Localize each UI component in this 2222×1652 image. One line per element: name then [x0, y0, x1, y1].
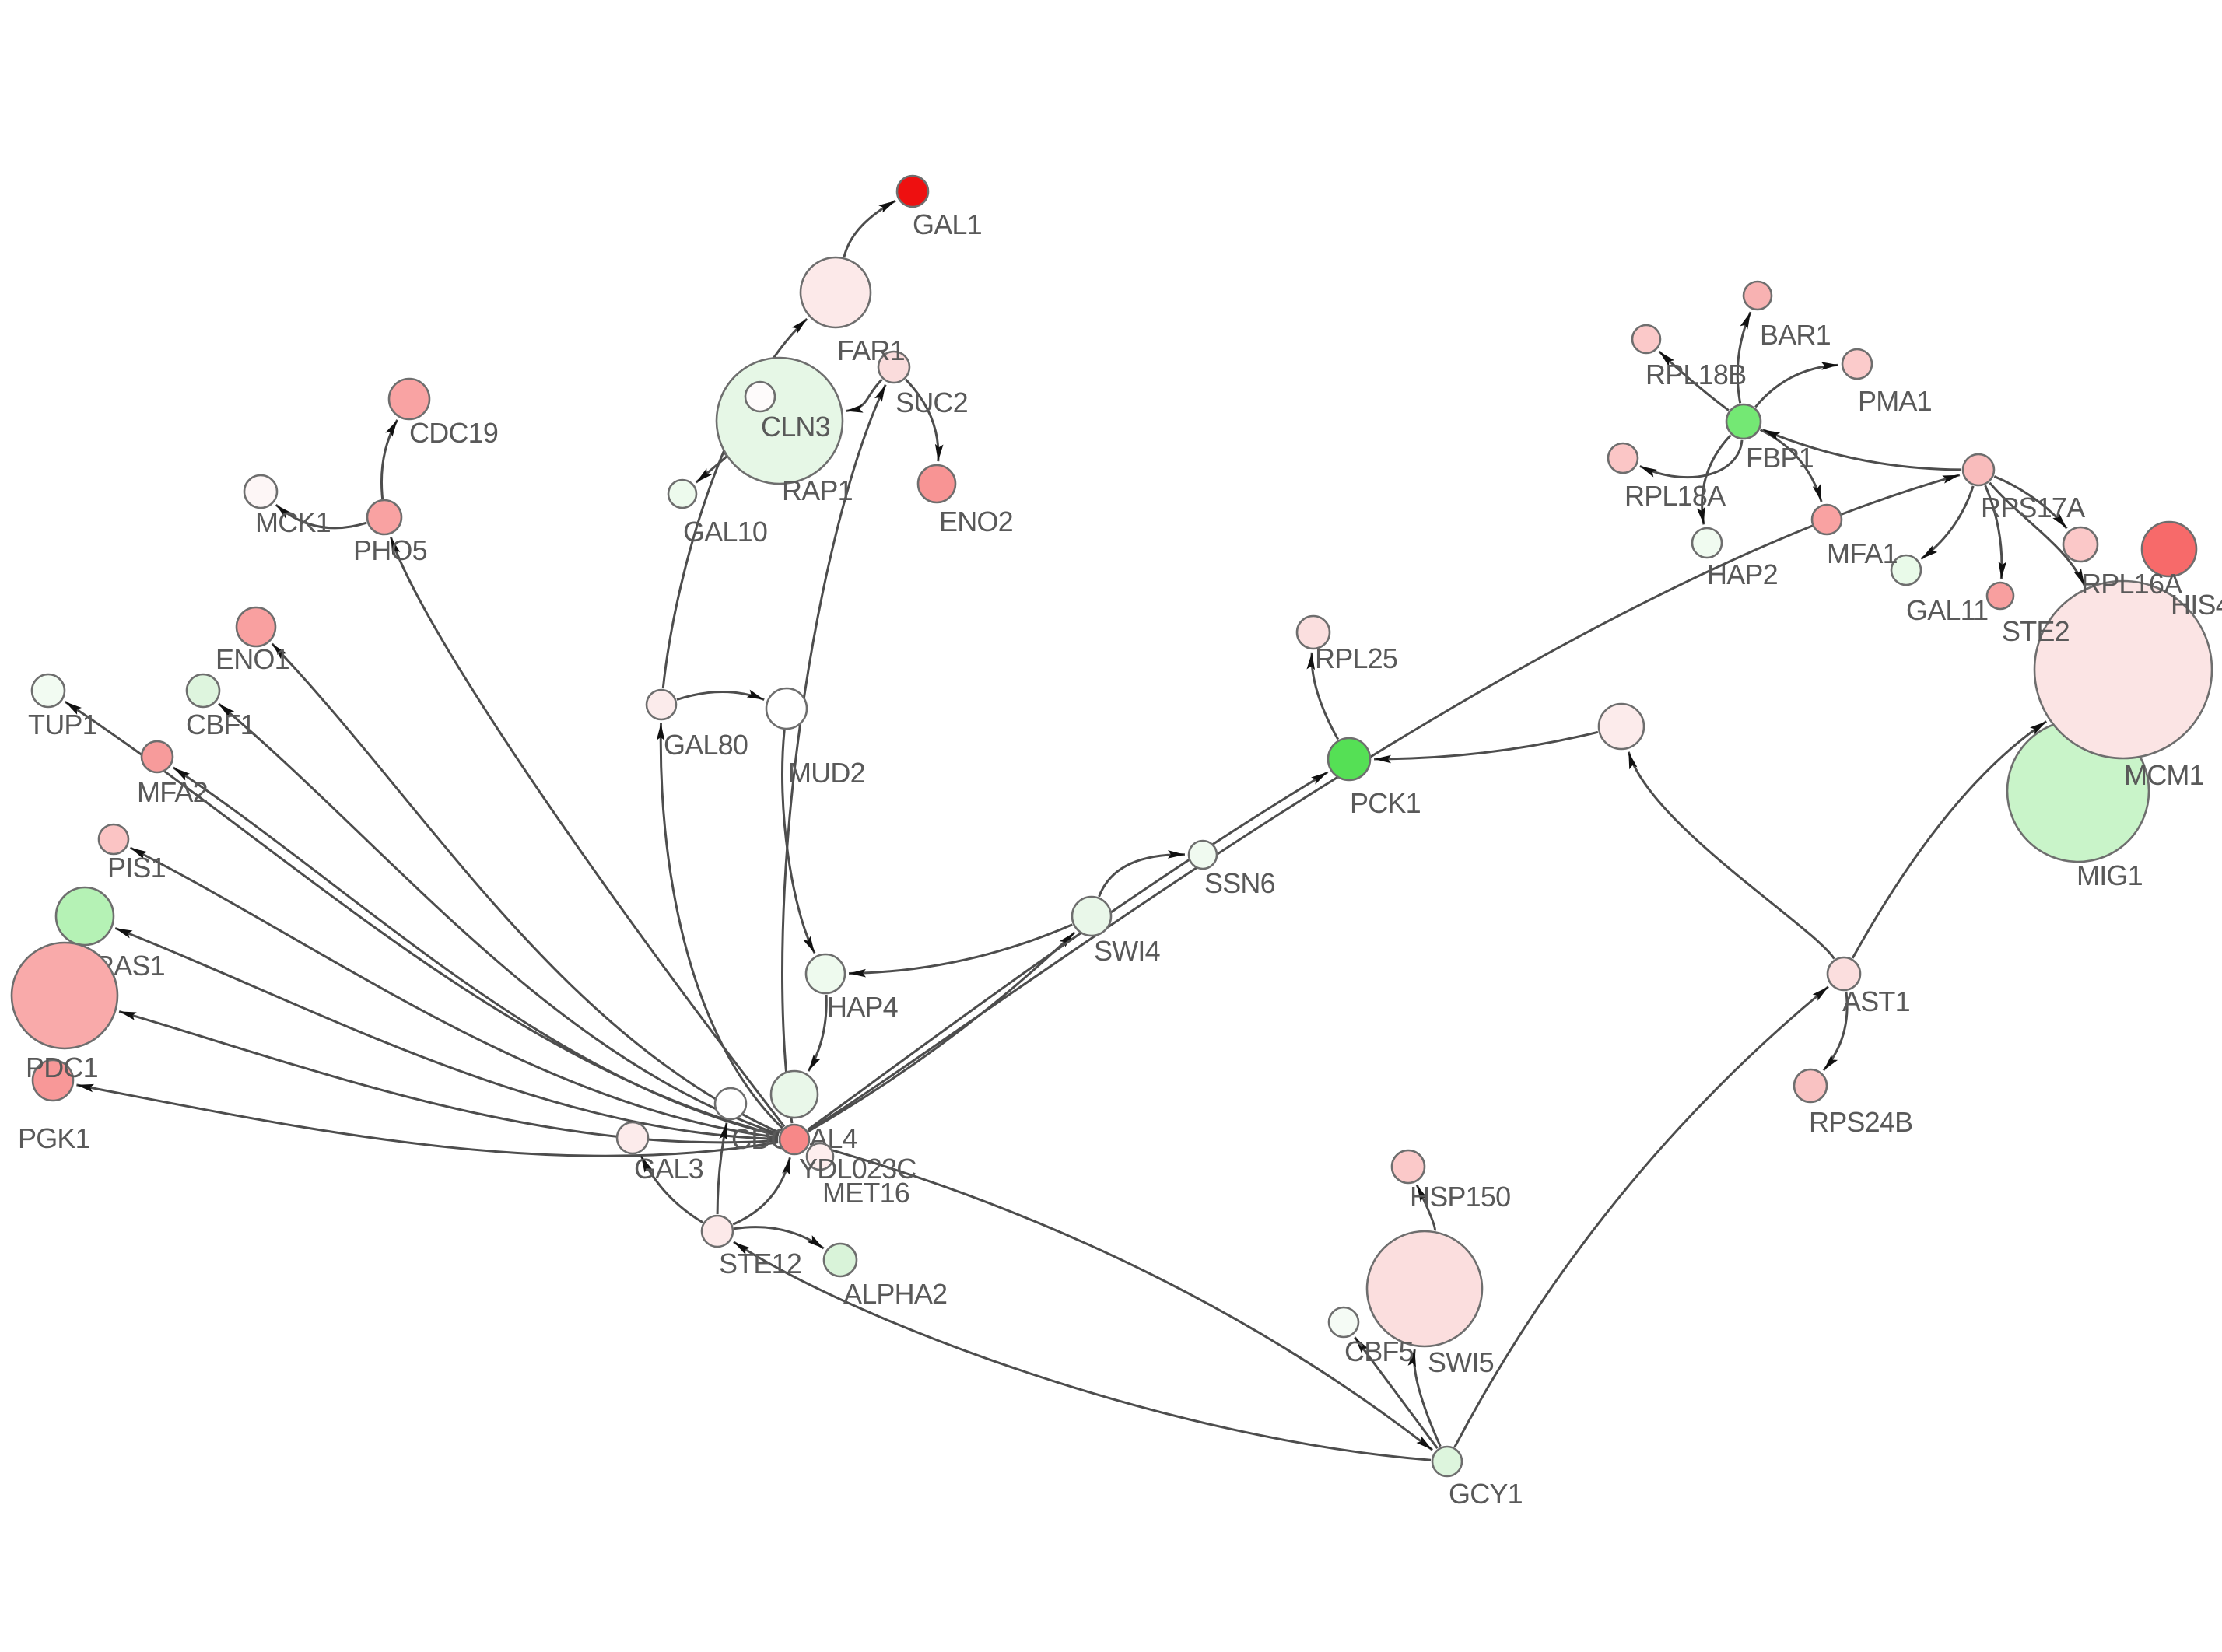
- svg-text:FAR1: FAR1: [837, 334, 905, 366]
- svg-text:MCM1: MCM1: [2124, 759, 2204, 791]
- svg-text:HIS4: HIS4: [2171, 589, 2222, 621]
- svg-text:PCK1: PCK1: [1350, 787, 1421, 819]
- svg-text:MET16: MET16: [822, 1177, 909, 1209]
- svg-text:GAL1: GAL1: [913, 208, 982, 240]
- svg-text:AST1: AST1: [1842, 985, 1910, 1017]
- svg-text:HAP2: HAP2: [1707, 558, 1778, 590]
- svg-text:SWI4: SWI4: [1094, 935, 1160, 967]
- svg-text:GAL11: GAL11: [1906, 594, 1988, 626]
- svg-text:STE2: STE2: [2002, 615, 2070, 647]
- svg-text:RPL16A: RPL16A: [2081, 568, 2182, 600]
- svg-text:GAL80: GAL80: [664, 729, 748, 761]
- svg-text:PGK1: PGK1: [18, 1122, 90, 1154]
- svg-text:MCK1: MCK1: [255, 506, 331, 538]
- svg-text:ENO1: ENO1: [216, 643, 289, 675]
- svg-text:GAL10: GAL10: [683, 516, 767, 548]
- svg-text:BAR1: BAR1: [1760, 319, 1831, 351]
- svg-text:MFA1: MFA1: [1827, 537, 1898, 569]
- svg-text:RPS24B: RPS24B: [1809, 1106, 1912, 1138]
- svg-text:RPL18A: RPL18A: [1624, 480, 1726, 512]
- svg-text:RPL25: RPL25: [1315, 642, 1397, 674]
- svg-text:PIS1: PIS1: [107, 852, 166, 884]
- svg-text:MIG1: MIG1: [2077, 859, 2143, 891]
- svg-text:MUD2: MUD2: [788, 757, 865, 789]
- svg-text:CBF1: CBF1: [186, 709, 255, 740]
- svg-text:HSP150: HSP150: [1410, 1181, 1510, 1213]
- svg-text:TUP1: TUP1: [28, 709, 97, 740]
- svg-text:SSN6: SSN6: [1204, 867, 1275, 899]
- svg-text:GCY1: GCY1: [1449, 1478, 1523, 1510]
- svg-text:RPS17A: RPS17A: [1981, 492, 2085, 523]
- svg-text:SUC2: SUC2: [895, 387, 968, 418]
- svg-text:YDL023C: YDL023C: [799, 1153, 916, 1185]
- svg-text:RPL18B: RPL18B: [1645, 359, 1746, 390]
- svg-text:ALPHA2: ALPHA2: [843, 1278, 947, 1310]
- svg-text:PMA1: PMA1: [1858, 385, 1932, 417]
- svg-text:PHO5: PHO5: [353, 534, 427, 566]
- svg-text:GAL3: GAL3: [634, 1153, 703, 1185]
- svg-text:STE12: STE12: [719, 1248, 801, 1279]
- svg-text:SWI5: SWI5: [1428, 1346, 1494, 1378]
- svg-text:FBP1: FBP1: [1746, 442, 1814, 474]
- svg-text:CDC19: CDC19: [409, 417, 498, 449]
- svg-text:RAP1: RAP1: [782, 474, 853, 506]
- svg-text:PDC1: PDC1: [26, 1052, 98, 1083]
- svg-text:ENO2: ENO2: [939, 506, 1013, 537]
- svg-text:MFA2: MFA2: [137, 776, 208, 808]
- svg-text:CLN3: CLN3: [761, 411, 830, 443]
- svg-text:CBF5: CBF5: [1344, 1335, 1414, 1367]
- svg-text:HAP4: HAP4: [827, 991, 898, 1023]
